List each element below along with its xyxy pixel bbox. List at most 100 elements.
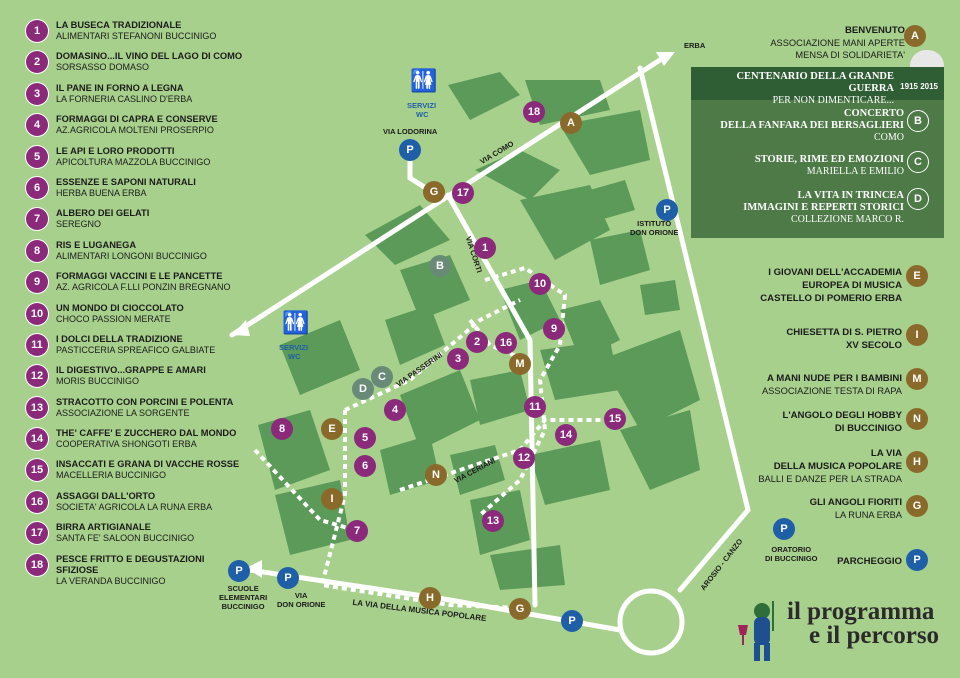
map-marker-e[interactable]: E: [321, 418, 343, 440]
map-marker-h[interactable]: H: [419, 587, 441, 609]
legend-title: L'ANGOLO DEGLI HOBBY: [782, 410, 902, 421]
stop-vendor: AZ.AGRICOLA MOLTENI PROSERPIO: [56, 125, 214, 136]
legend-badge-i: I: [906, 324, 928, 346]
parking-icon-don-orione[interactable]: P: [277, 567, 299, 589]
map-stop-14[interactable]: 14: [555, 424, 577, 446]
building: [590, 230, 650, 285]
map-stop-7[interactable]: 7: [346, 520, 368, 542]
label-erba: ERBA: [684, 41, 706, 50]
map-marker-i[interactable]: I: [321, 488, 343, 510]
stop-vendor: SEREGNO: [56, 219, 102, 230]
stop-number: 9: [26, 271, 48, 294]
stop-number: 2: [26, 51, 48, 74]
map-stop-5[interactable]: 5: [354, 427, 376, 449]
map-stop-16[interactable]: 16: [495, 332, 517, 354]
stop-vendor: HERBA BUENA ERBA: [56, 187, 147, 198]
road-via-como: [229, 57, 663, 338]
map-marker-n[interactable]: N: [425, 464, 447, 486]
wc-icon: 🚻: [282, 310, 310, 335]
map-stop-12[interactable]: 12: [513, 447, 535, 469]
map-stop-6[interactable]: 6: [354, 455, 376, 477]
program-logo: il programma e il percorso: [787, 599, 939, 648]
stop-title: IL DIGESTIVO...GRAPPE E AMARI: [56, 365, 206, 376]
map-stop-3[interactable]: 3: [447, 348, 469, 370]
parking-icon-lodorina[interactable]: P: [399, 139, 421, 161]
map-stop-4[interactable]: 4: [384, 399, 406, 421]
legend-badge-p: P: [906, 549, 928, 571]
label-istituto-line1: ISTITUTO: [637, 219, 672, 228]
map-stop-11[interactable]: 11: [524, 396, 546, 418]
map-stop-8[interactable]: 8: [271, 418, 293, 440]
legend-badge-n: N: [906, 408, 928, 430]
label-oratorio-line2: DI BUCCINIGO: [765, 554, 818, 563]
map-marker-c[interactable]: C: [371, 366, 393, 388]
legend-title: DELLA MUSICA POPOLARE: [773, 461, 902, 472]
building: [560, 110, 650, 175]
map-stop-13[interactable]: 13: [482, 510, 504, 532]
stop-number: 4: [26, 114, 48, 137]
legend-item-p[interactable]: PARCHEGGIO: [837, 555, 902, 568]
stop-number: 10: [26, 302, 48, 325]
parking-icon-scuole[interactable]: P: [228, 560, 250, 582]
map-marker-g-south[interactable]: G: [509, 598, 531, 620]
map-marker-d[interactable]: D: [352, 378, 374, 400]
map-stop-15[interactable]: 15: [604, 408, 626, 430]
map-stop-1[interactable]: 1: [474, 237, 496, 259]
legend-sub: MARIELLA E EMILIO: [806, 166, 904, 177]
parking-icon-istituto[interactable]: P: [656, 199, 678, 221]
map-stop-18[interactable]: 18: [523, 101, 545, 123]
map-marker-a[interactable]: A: [560, 112, 582, 134]
stop-number: 12: [26, 365, 48, 388]
parking-icon-south[interactable]: P: [561, 610, 583, 632]
stop-vendor: LA FORNERIA CASLINO D'ERBA: [56, 93, 193, 104]
building: [590, 180, 635, 220]
stop-number: 15: [26, 459, 48, 482]
map-stop-2[interactable]: 2: [466, 331, 488, 353]
stop-number: 18: [26, 553, 48, 576]
map-stop-10[interactable]: 10: [529, 273, 551, 295]
route-passerini: [344, 298, 521, 412]
stop-number: 1: [26, 20, 48, 42]
map-marker-m[interactable]: M: [509, 353, 531, 375]
map-stop-17[interactable]: 17: [452, 182, 474, 204]
stop-number: 11: [26, 333, 48, 356]
legend-item-a[interactable]: BENVENUTO ASSOCIAZIONE MANI APERTE MENSA…: [770, 24, 905, 61]
parking-icon-oratorio[interactable]: P: [773, 518, 795, 540]
building: [380, 435, 440, 495]
map-stop-9[interactable]: 9: [543, 318, 565, 340]
stop-title: I DOLCI DELLA TRADIZIONE: [56, 333, 183, 344]
map-marker-b[interactable]: B: [429, 255, 451, 277]
map-marker-g-north[interactable]: G: [423, 181, 445, 203]
legend-badge-d: D: [907, 188, 929, 210]
stop-title: ASSAGGI DALL'ORTO: [56, 490, 156, 501]
